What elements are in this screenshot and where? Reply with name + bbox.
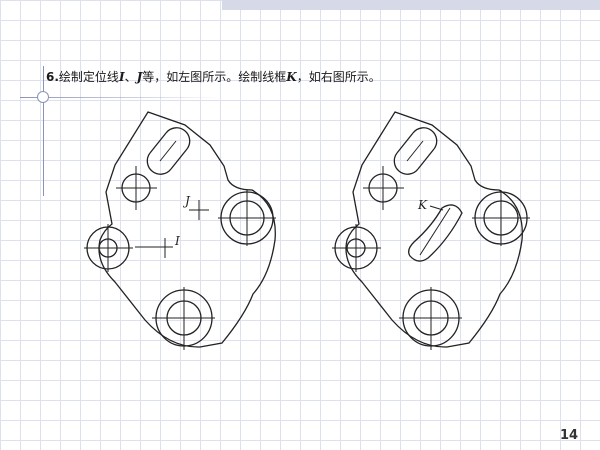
accent-circle [37, 91, 49, 103]
right-slot [393, 127, 438, 175]
label-k: K [417, 198, 428, 212]
title-var-k: K [286, 70, 297, 84]
right-boss-bottom [399, 287, 462, 350]
accent-horizontal-line [20, 97, 220, 98]
left-part-outline [98, 111, 276, 348]
instruction-text: 6.绘制定位线I、J等，如左图所示。绘制线框K，如右图所示。 [46, 68, 586, 85]
locating-line-j [189, 200, 209, 220]
wireframe-k [408, 204, 463, 262]
title-part-3: ，如右图所示。 [296, 70, 381, 84]
left-figure [84, 111, 276, 350]
right-figure [332, 111, 530, 350]
title-var-i: I [118, 70, 125, 84]
step-number: 6. [46, 70, 59, 84]
label-j: J [182, 194, 191, 208]
right-boss-right [472, 190, 530, 246]
title-separator: 、 [124, 70, 137, 84]
right-boss-left [332, 224, 381, 272]
left-circle-top [116, 166, 157, 210]
left-boss-left [84, 224, 133, 272]
title-part-2: 等，如左图所示。绘制线框 [142, 70, 287, 84]
accent-vertical-line [43, 66, 44, 196]
left-slot [146, 127, 191, 175]
right-circle-top [363, 166, 404, 210]
label-i: I [174, 234, 180, 248]
title-var-j: J [136, 70, 143, 84]
k-pointer [429, 205, 444, 211]
page-number: 14 [560, 428, 579, 443]
right-part-outline [345, 111, 523, 348]
left-boss-right [218, 190, 276, 246]
locating-line-i [135, 238, 173, 258]
title-part-1: 绘制定位线 [58, 70, 119, 84]
left-boss-bottom [152, 287, 215, 350]
top-decorative-band [222, 0, 600, 10]
